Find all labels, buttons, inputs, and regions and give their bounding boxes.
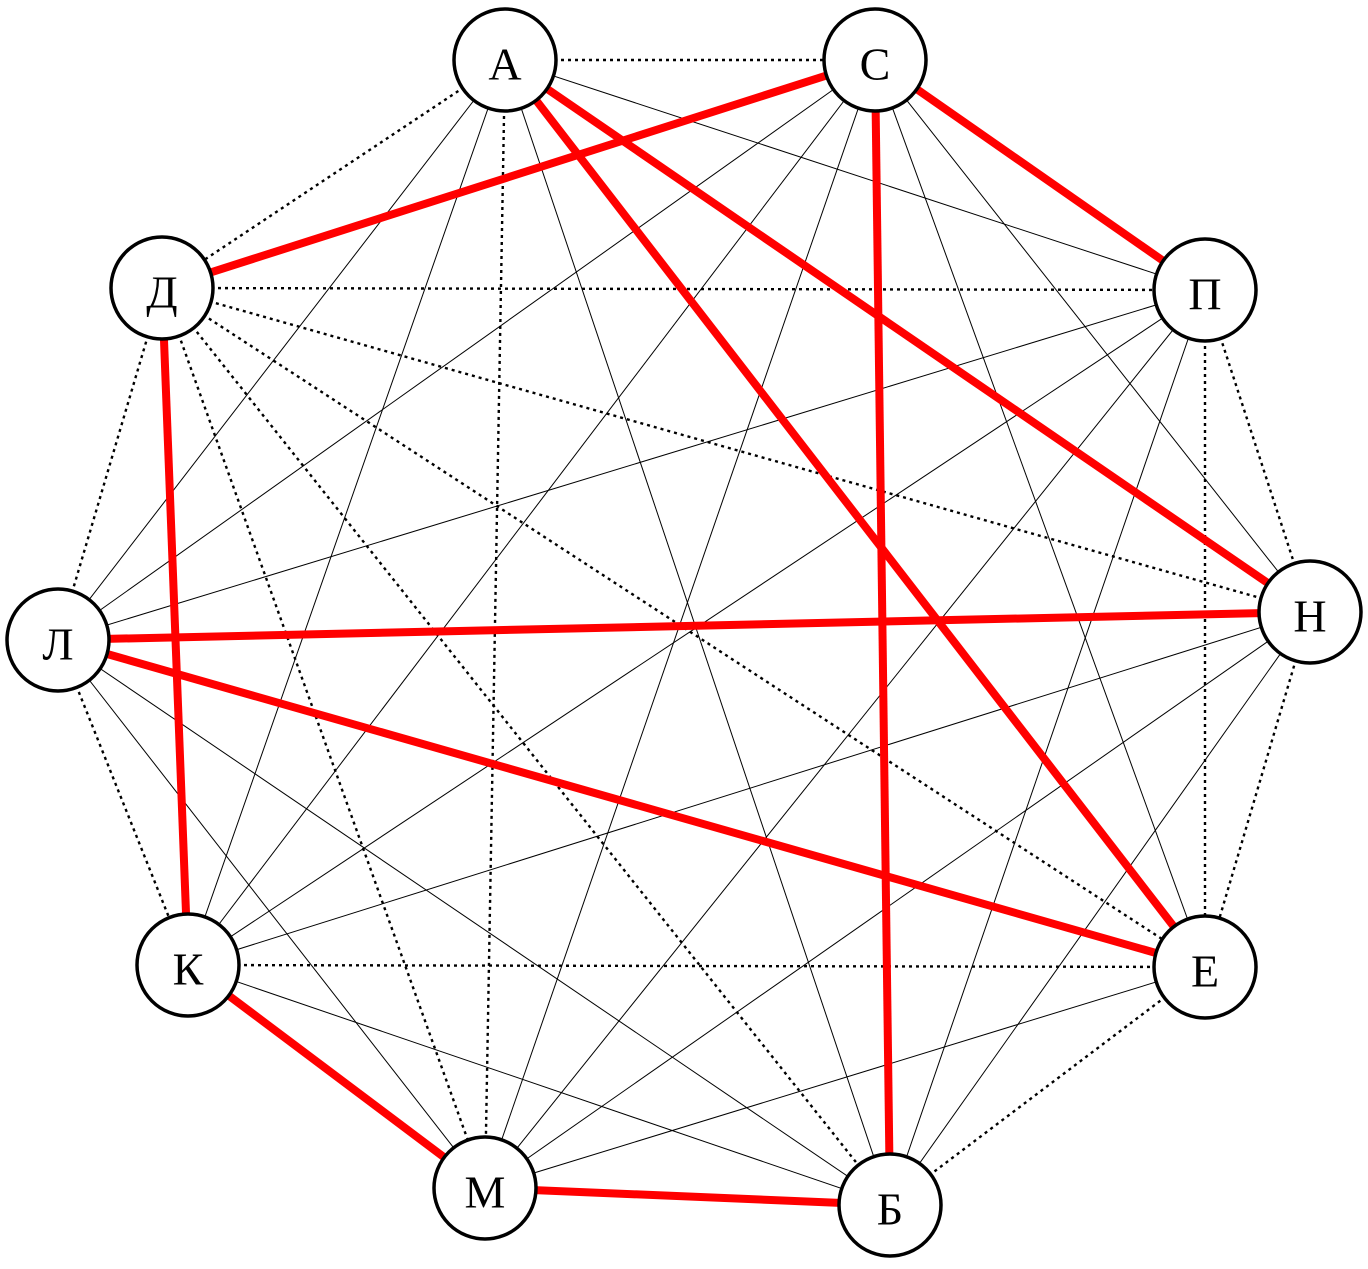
edge-D-B-dotted [161,287,891,1206]
edge-A-B-thin [504,59,891,1206]
node-label-A: А [488,39,521,90]
node-circle-E [1152,914,1258,1020]
node-circle-N [1257,559,1363,665]
edge-K-E-dotted [187,963,1206,969]
edge-D-E-dotted [161,286,1206,969]
node-B: Б [837,1152,943,1258]
edge-E-B-dotted [889,966,1206,1206]
edge-A-K-thin [187,59,506,966]
edge-D-P-dotted [161,286,1206,292]
edge-N-K-thin [187,611,1311,966]
node-P: П [1152,237,1258,343]
edge-K-B-thin [187,964,891,1206]
node-label-N: Н [1293,591,1326,642]
node-C: С [822,7,928,113]
edge-A-N-red [502,56,1313,616]
node-label-B: Б [877,1184,903,1235]
edge-A-L-thin [57,59,506,641]
node-label-D: Д [146,267,177,318]
edge-M-B-red [484,1184,891,1209]
edge-C-E-thin [874,59,1206,968]
edge-N-B-thin [889,611,1311,1206]
node-circle-M [432,1135,538,1241]
edge-L-M-thin [57,639,486,1189]
node-K: К [135,912,241,1018]
node-circle-D [109,235,215,341]
node-circle-L [5,587,111,693]
edge-D-N-dotted [161,286,1311,614]
node-label-M: М [465,1167,506,1218]
edge-K-M-red [185,961,488,1192]
node-E: Е [1152,914,1258,1020]
edge-P-M-thin [484,289,1206,1189]
node-circle-C [822,7,928,113]
node-label-P: П [1188,269,1221,320]
edge-A-D-dotted [161,59,506,289]
edge-A-P-thin [504,59,1206,291]
edge-C-L-thin [57,59,876,641]
node-circle-A [452,7,558,113]
edge-N-E-dotted [1203,611,1312,968]
node-label-K: К [173,944,204,995]
node-circle-B [837,1152,943,1258]
node-label-L: Л [42,619,73,670]
edge-C-P-red [872,56,1208,294]
edge-D-L-dotted [56,287,164,641]
edge-P-B-thin [889,289,1206,1206]
node-label-E: Е [1191,946,1219,997]
edge-L-K-dotted [56,639,190,966]
node-M: М [432,1135,538,1241]
edge-P-N-dotted [1203,289,1312,613]
node-A: А [452,7,558,113]
edge-C-N-thin [874,59,1311,613]
edge-E-M-thin [484,966,1206,1189]
edge-A-E-red [501,57,1209,970]
node-circle-P [1152,237,1258,343]
edge-C-B-red [871,59,894,1206]
edge-D-M-dotted [160,287,487,1189]
edge-C-D-red [160,56,877,292]
edge-L-E-red [56,636,1207,971]
edge-P-L-thin [57,289,1206,641]
node-L: Л [5,587,111,693]
edge-L-N-red [57,608,1311,644]
node-N: Н [1257,559,1363,665]
edge-L-B-thin [57,639,891,1206]
node-label-C: С [860,39,891,90]
node-D: Д [109,235,215,341]
edge-D-K-red [158,287,192,966]
nodes-layer: А С П Н Е Б М К Л Д [5,7,1363,1258]
node-circle-K [135,912,241,1018]
edge-A-M-dotted [483,59,507,1189]
edge-N-M-thin [484,611,1311,1189]
edges-layer [56,56,1313,1209]
edge-C-K-thin [187,59,876,966]
